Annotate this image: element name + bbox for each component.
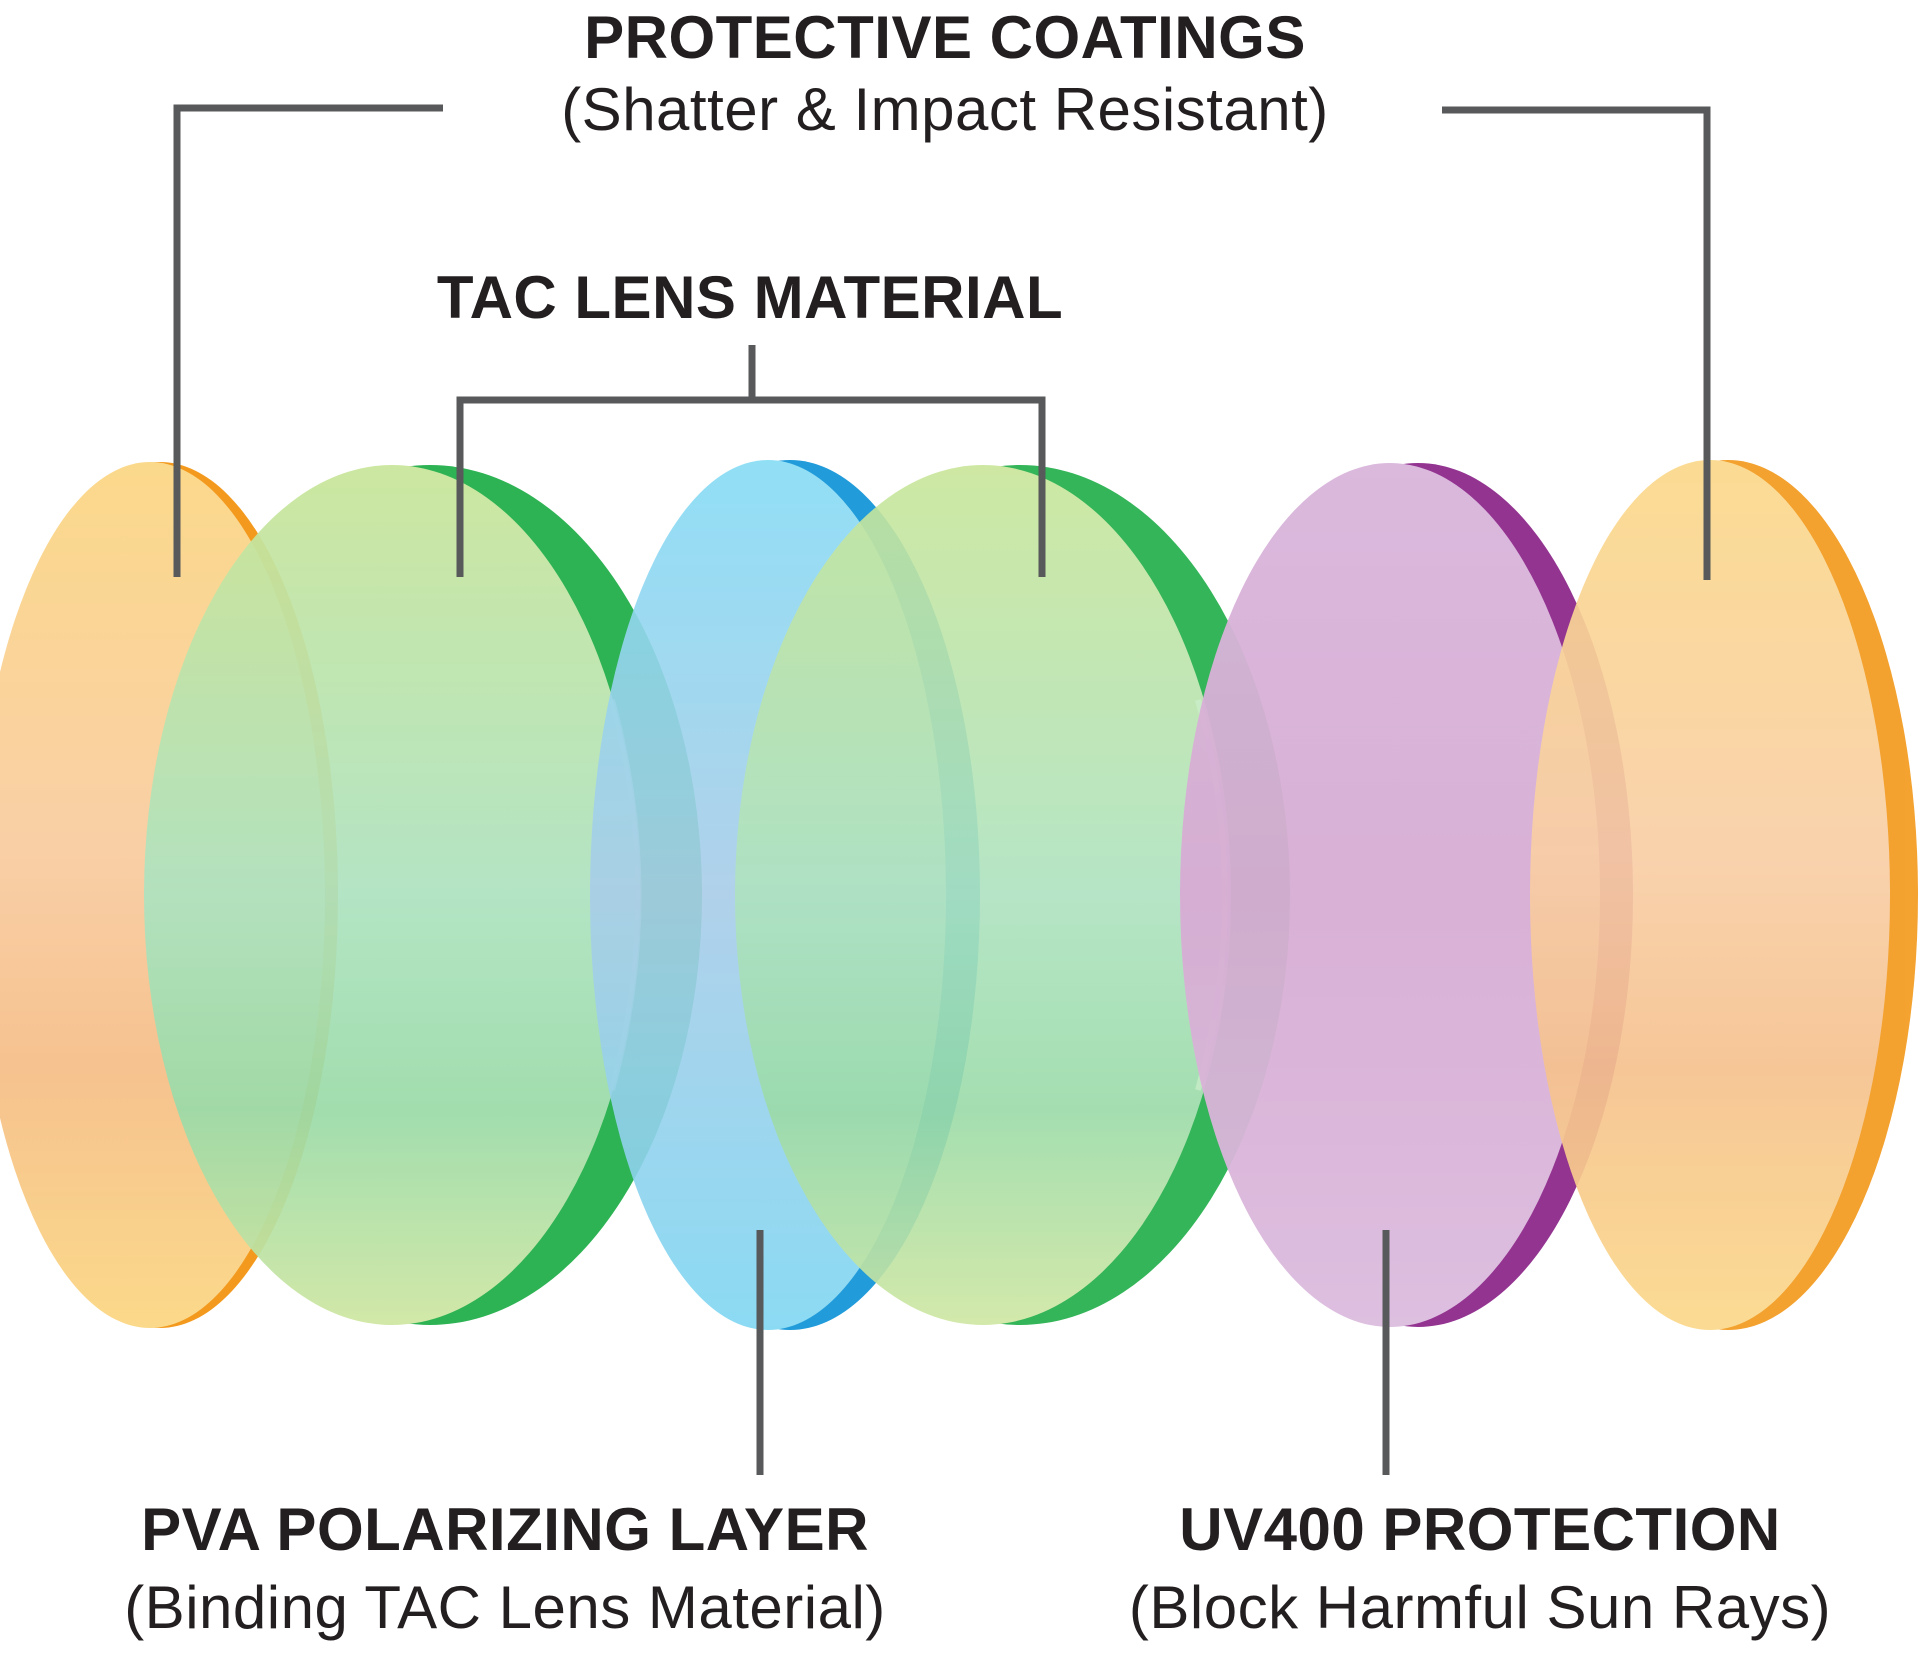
connector-lines (173, 104, 1711, 1475)
uv400-layer-face (1180, 463, 1600, 1327)
uv400-protection-subtitle: (Block Harmful Sun Rays) (1128, 1574, 1832, 1641)
protective-connector-right (1442, 106, 1711, 580)
tac-connector-bracket (456, 396, 1046, 577)
pva-polarizing-layer-title: PVA POLARIZING LAYER (141, 1496, 869, 1563)
protective-coatings-subtitle: (Shatter & Impact Resistant) (561, 76, 1329, 143)
tac-lens-front-lens (144, 465, 702, 1325)
protective-coating-back-lens (1530, 460, 1918, 1330)
protective-coating-back-face (1530, 460, 1890, 1330)
uv400-layer-lens (1180, 463, 1633, 1327)
tac-lens-front-face (144, 465, 640, 1325)
tac-lens-back-face (735, 465, 1231, 1325)
tac-lens-back-lens (735, 465, 1290, 1325)
protective-coatings-title: PROTECTIVE COATINGS (584, 4, 1306, 71)
pva-polarizing-layer-subtitle: (Binding TAC Lens Material) (124, 1574, 886, 1641)
tac-lens-material-title: TAC LENS MATERIAL (436, 264, 1064, 331)
uv400-protection-title: UV400 PROTECTION (1179, 1496, 1781, 1563)
protective-connector-left (173, 104, 443, 577)
